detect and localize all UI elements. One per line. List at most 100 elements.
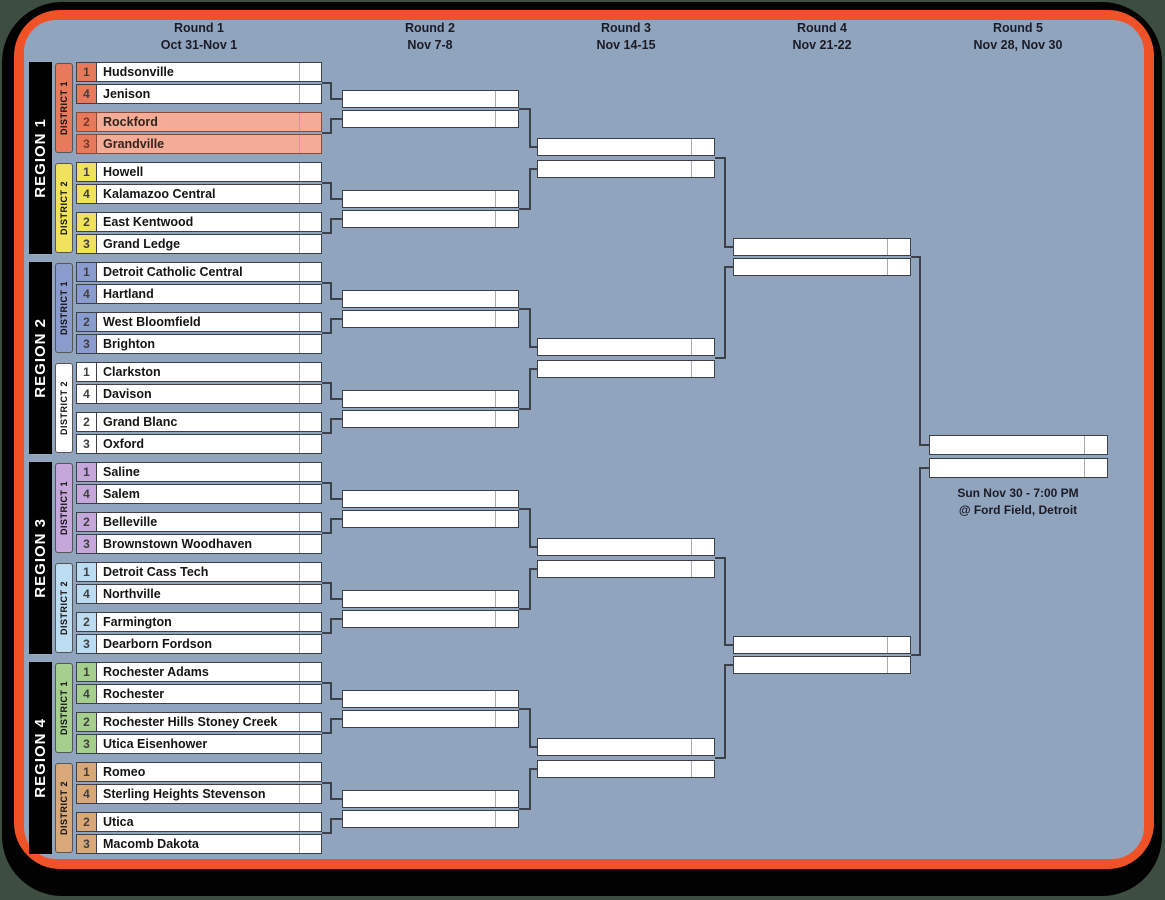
connector-line — [331, 498, 342, 500]
connector-line — [530, 568, 537, 570]
connector-line — [322, 682, 331, 684]
score-cell — [495, 491, 518, 507]
seed-cell: 4 — [77, 285, 97, 303]
connector-line — [724, 157, 726, 248]
score-cell — [887, 657, 910, 673]
seed-cell: 2 — [77, 213, 97, 231]
seed-cell: 1 — [77, 563, 97, 581]
team-name: Rockford — [103, 115, 158, 129]
connector-line — [322, 782, 331, 784]
advancement-box — [537, 760, 715, 778]
connector-line — [322, 482, 331, 484]
connector-line — [322, 132, 331, 134]
seed-cell: 3 — [77, 835, 97, 853]
score-cell — [691, 739, 714, 755]
seed-cell: 2 — [77, 313, 97, 331]
connector-line — [330, 282, 332, 300]
seed-cell: 4 — [77, 485, 97, 503]
advancement-box — [342, 290, 519, 308]
seed-cell: 3 — [77, 335, 97, 353]
score-cell — [495, 111, 518, 127]
score-cell — [299, 185, 321, 203]
connector-line — [330, 418, 332, 434]
connector-line — [330, 82, 332, 100]
connector-line — [330, 382, 332, 400]
connector-line — [331, 818, 342, 820]
connector-line — [322, 232, 331, 234]
connector-line — [519, 108, 530, 110]
connector-line — [330, 318, 332, 334]
score-cell — [495, 211, 518, 227]
region-bar: REGION 1 — [29, 62, 52, 254]
connector-line — [331, 318, 342, 320]
seed-cell: 2 — [77, 413, 97, 431]
district-tab: DISTRICT 1 — [55, 663, 73, 753]
advancement-box — [342, 390, 519, 408]
region-label: REGION 2 — [32, 318, 49, 398]
score-cell — [299, 585, 321, 603]
advancement-box — [733, 656, 911, 674]
connector-line — [529, 108, 531, 148]
connector-line — [331, 618, 342, 620]
connector-line — [330, 718, 332, 734]
team-name: Howell — [103, 165, 144, 179]
final-game-venue: @ Ford Field, Detroit — [958, 503, 1078, 517]
connector-line — [725, 246, 733, 248]
district-tab: DISTRICT 2 — [55, 163, 73, 253]
team-name: Dearborn Fordson — [103, 637, 213, 651]
score-cell — [299, 63, 321, 81]
round-dates: Nov 28, Nov 30 — [973, 38, 1063, 52]
score-cell — [299, 513, 321, 531]
connector-line — [530, 168, 537, 170]
advancement-box — [733, 636, 911, 654]
advancement-box — [342, 190, 519, 208]
seed-cell: 1 — [77, 163, 97, 181]
connector-line — [529, 308, 531, 348]
district-tab: DISTRICT 1 — [55, 63, 73, 153]
round-dates: Oct 31-Nov 1 — [160, 38, 238, 52]
connector-line — [529, 708, 531, 748]
advancement-box — [537, 138, 715, 156]
advancement-box — [342, 790, 519, 808]
team-name: Rochester — [103, 687, 165, 701]
team-name: Clarkston — [103, 365, 161, 379]
connector-line — [530, 746, 537, 748]
team-name: Detroit Cass Tech — [103, 565, 209, 579]
team-name: Kalamazoo Central — [103, 187, 216, 201]
advancement-box — [342, 310, 519, 328]
score-cell — [1084, 436, 1107, 454]
connector-line — [529, 168, 531, 210]
connector-line — [330, 582, 332, 600]
score-cell — [299, 485, 321, 503]
connector-line — [322, 832, 331, 834]
connector-line — [529, 508, 531, 548]
connector-line — [322, 732, 331, 734]
advancement-box — [342, 810, 519, 828]
district-tab: DISTRICT 1 — [55, 263, 73, 353]
seed-cell: 4 — [77, 85, 97, 103]
seed-cell: 4 — [77, 785, 97, 803]
district-tab: DISTRICT 2 — [55, 763, 73, 853]
score-cell — [887, 239, 910, 255]
team-name: Northville — [103, 587, 161, 601]
team-name: Oxford — [103, 437, 144, 451]
score-cell — [495, 391, 518, 407]
district-tab: DISTRICT 2 — [55, 363, 73, 453]
seed-cell: 1 — [77, 663, 97, 681]
seed-cell: 4 — [77, 685, 97, 703]
connector-line — [331, 518, 342, 520]
score-cell — [299, 685, 321, 703]
seed-cell: 1 — [77, 463, 97, 481]
connector-line — [715, 357, 725, 359]
team-name: Brighton — [103, 337, 156, 351]
advancement-box — [342, 490, 519, 508]
advancement-box — [342, 510, 519, 528]
team-name: Belleville — [103, 515, 158, 529]
score-cell — [691, 139, 714, 155]
